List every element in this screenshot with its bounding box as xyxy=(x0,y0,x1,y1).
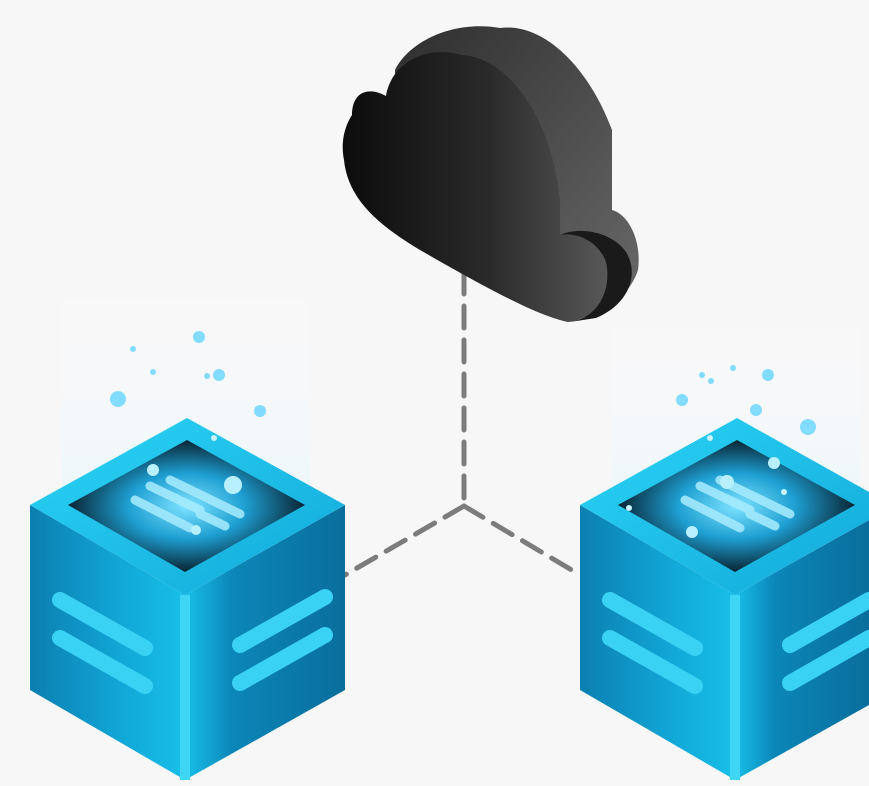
connector-junction-right xyxy=(461,503,583,578)
server-cube-icon xyxy=(30,418,345,780)
cloud-node xyxy=(342,26,639,323)
server-left-particles xyxy=(110,331,266,417)
server-cube-icon xyxy=(580,418,869,780)
server-left xyxy=(30,282,345,780)
connector-lines xyxy=(342,269,583,578)
server-right-particles xyxy=(676,365,816,435)
cloud-icon xyxy=(342,26,639,323)
connector-junction-left xyxy=(342,503,467,578)
server-right xyxy=(580,310,869,780)
